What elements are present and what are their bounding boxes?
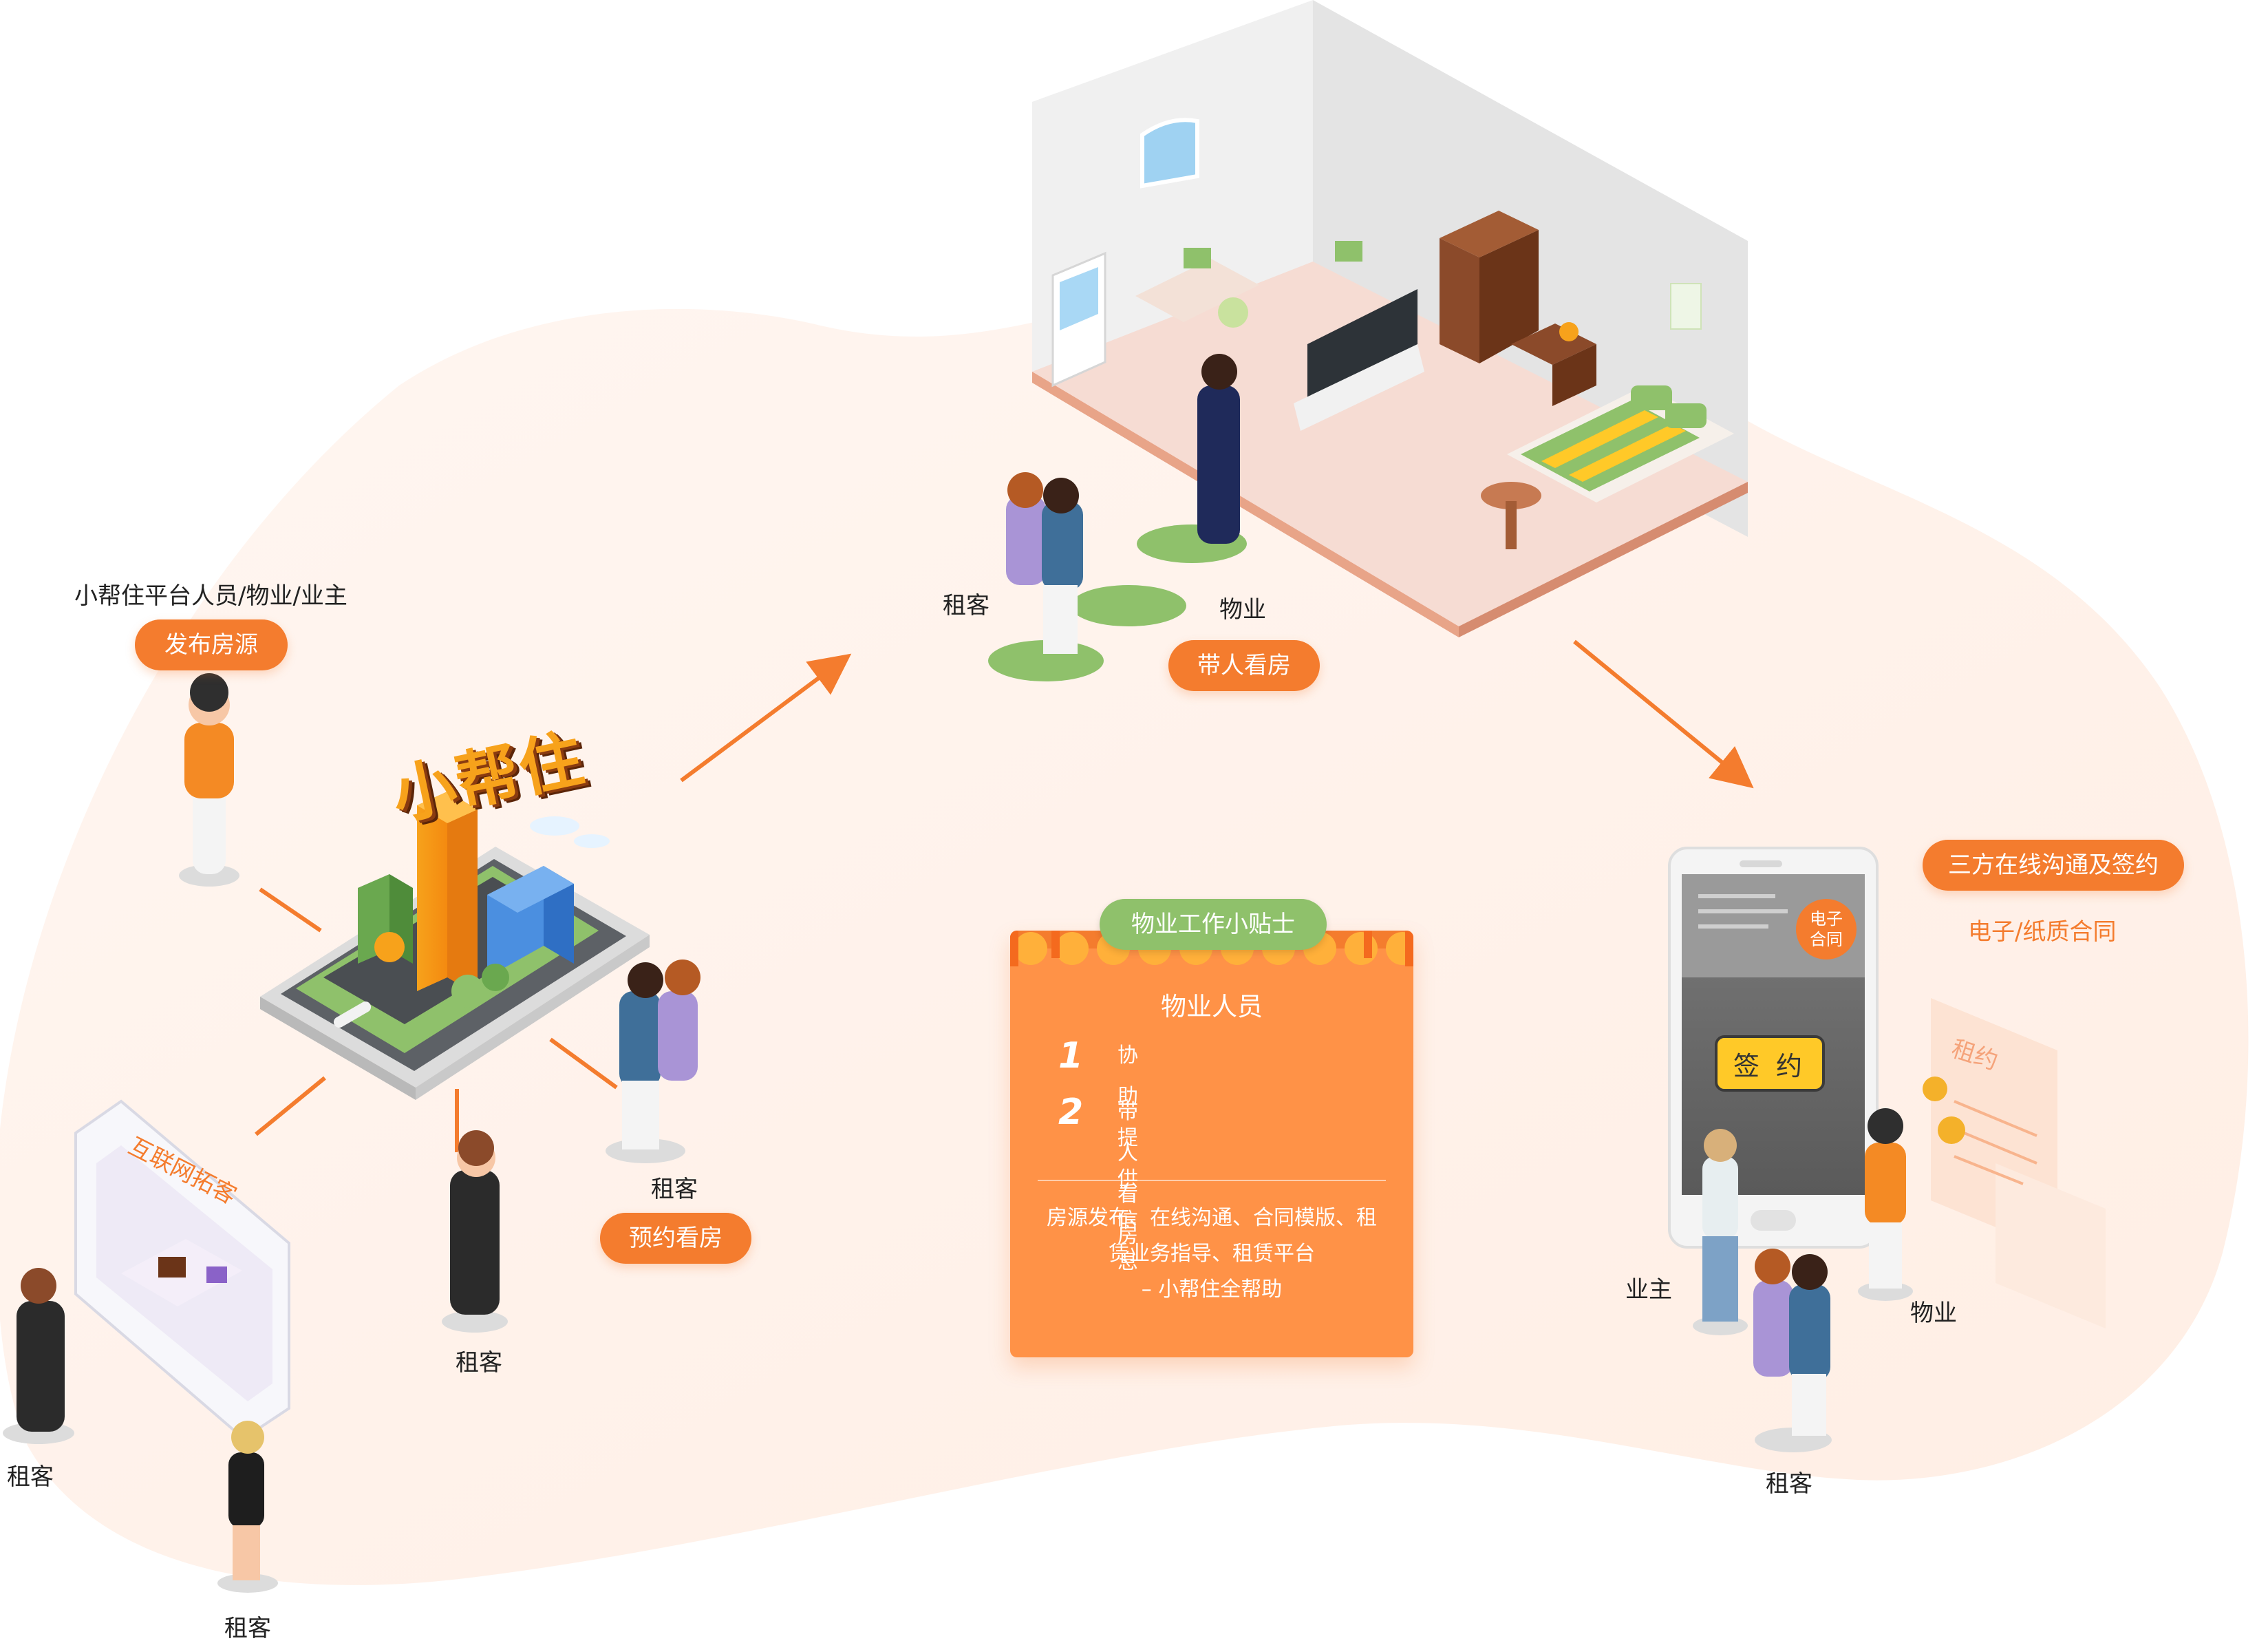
tenant-label-center: 租客 (456, 1349, 502, 1377)
person-owner (1693, 1129, 1748, 1335)
isometric-room (1032, 0, 1748, 637)
connector-appointment (549, 1037, 618, 1090)
tips-role-heading: 物业人员 (1161, 992, 1263, 1021)
sign-button[interactable]: 签 约 (1715, 1035, 1825, 1092)
person-signing-property (1858, 1108, 1913, 1301)
lease-documents (1923, 998, 2106, 1328)
internet-tablet (74, 1099, 290, 1441)
property-tips-card: 物业人员 1 协助提供信息 2 带人看房 房源发布、在线沟通、合同模版、租 赁业… (1010, 931, 1413, 1357)
connector-internet (255, 1076, 326, 1136)
signing-step-pill: 三方在线沟通及签约 (1923, 840, 2184, 891)
tips-divider (1038, 1180, 1386, 1181)
person-tenant-bottom (217, 1421, 278, 1593)
viewing-property-label: 物业 (1219, 596, 1266, 624)
tips-item-2-number: 2 (1058, 1092, 1084, 1133)
connector-publish (259, 887, 322, 933)
e-contract-badge-line2: 合同 (1810, 930, 1843, 949)
contract-types-label: 电子/纸质合同 (1968, 918, 2117, 946)
person-viewing-property (1197, 354, 1240, 544)
tips-desc-line2: 赁业务指导、租赁平台 (1109, 1242, 1315, 1266)
signing-property-label: 物业 (1910, 1300, 1957, 1327)
signing-tenant-label: 租客 (1766, 1470, 1812, 1498)
e-contract-badge: 电子 合同 (1796, 899, 1857, 960)
viewing-step-pill: 带人看房 (1168, 640, 1320, 691)
person-publisher (179, 673, 239, 887)
person-tenant-left (3, 1268, 74, 1444)
tips-item-2-text: 带人看房 (1117, 1100, 1138, 1248)
arrow-to-viewing (680, 653, 852, 783)
tips-item-1-text: 协助提供信息 (1117, 1043, 1138, 1274)
person-viewing-couple (1006, 472, 1083, 654)
tenant-label-appointment: 租客 (651, 1176, 698, 1203)
owner-label: 业主 (1625, 1276, 1672, 1304)
tips-item-1-number: 1 (1058, 1035, 1084, 1077)
tenant-label-bottom: 租客 (224, 1615, 271, 1642)
person-signing-couple (1753, 1249, 1832, 1452)
tenant-label-left: 租客 (7, 1463, 54, 1491)
tips-desc-line3: – 小帮住全帮助 (1141, 1278, 1283, 1302)
viewing-tenant-label: 租客 (943, 592, 989, 619)
e-contract-badge-line1: 电子 (1810, 909, 1843, 929)
tips-desc-line1: 房源发布、在线沟通、合同模版、租 (1047, 1206, 1377, 1230)
city-tablet (260, 792, 650, 1100)
arrow-to-signing (1573, 639, 1754, 789)
tips-title-pill: 物业工作小贴士 (1100, 899, 1327, 950)
person-couple-appointment (606, 960, 700, 1163)
viewing-pad-mid (1071, 585, 1186, 626)
appointment-step-pill: 预约看房 (600, 1213, 751, 1264)
publish-step-pill: 发布房源 (135, 619, 288, 670)
person-tenant-center (442, 1130, 508, 1333)
publish-roles-label: 小帮住平台人员/物业/业主 (74, 582, 347, 610)
tips-description: 房源发布、在线沟通、合同模版、租 赁业务指导、租赁平台 – 小帮住全帮助 (1029, 1200, 1394, 1308)
